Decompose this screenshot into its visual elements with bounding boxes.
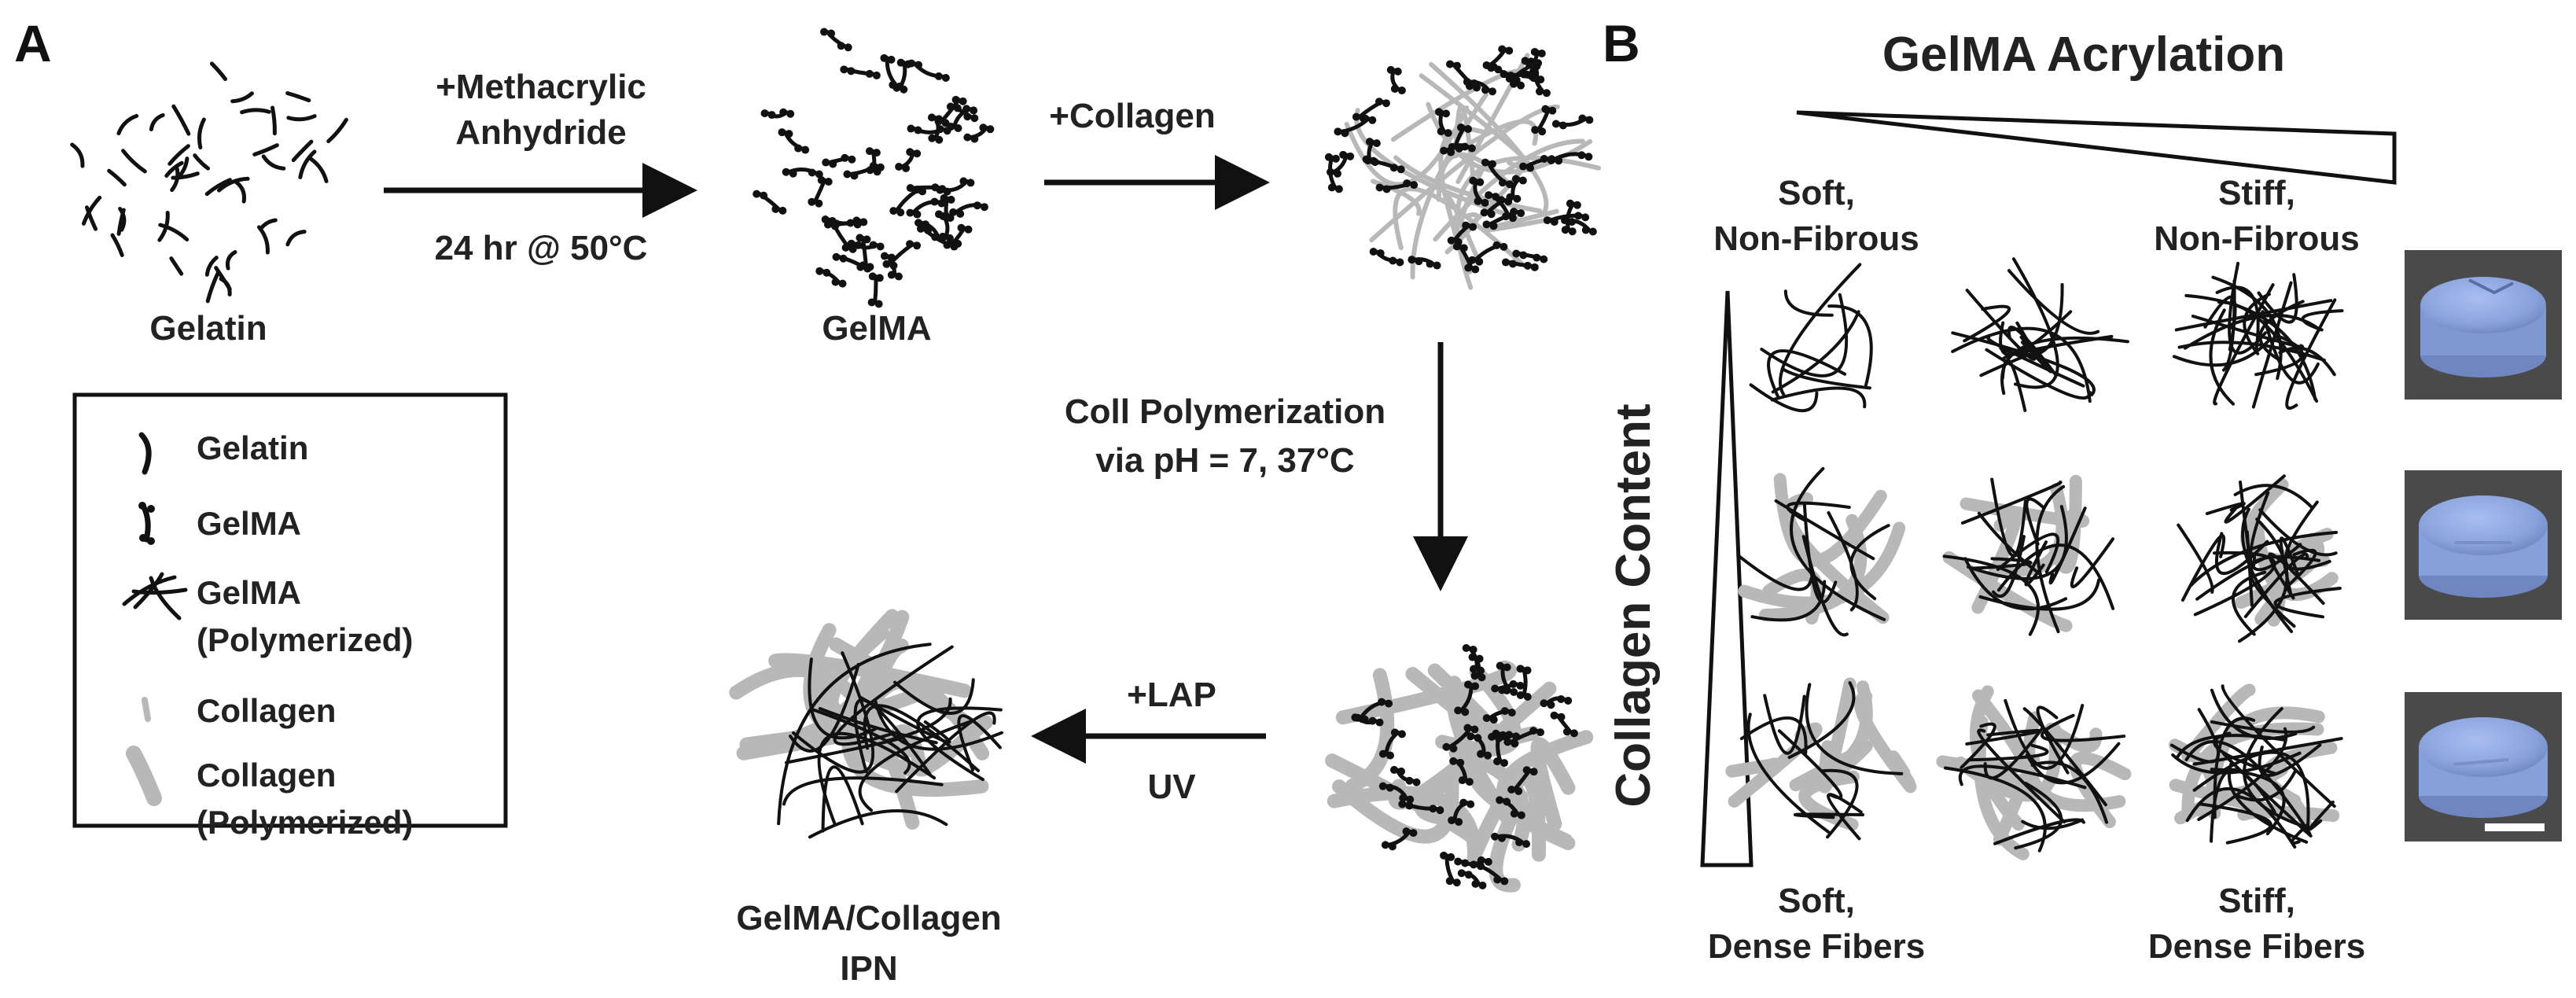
network-cell-r1-c1 [1749,263,1873,413]
step2-reagent: +Collagen [1049,97,1216,135]
network-cell-r2-c1 [1736,466,1906,637]
panel-a-letter: A [14,14,52,72]
gelatin-label: Gelatin [149,309,267,348]
collagen-strand-icon [142,697,151,722]
corner-bottom-left-line1: Soft, [1778,882,1855,920]
legend-gelma-poly-text-line1: GelMA [197,574,301,611]
ipn-label-line2: IPN [840,949,897,988]
gelatin-molecule-cluster [70,61,348,304]
legend-gelatin-text: Gelatin [197,429,308,466]
legend-gelma-poly-text-line2: (Polymerized) [197,621,413,658]
corner-bottom-left-line2: Dense Fibers [1708,927,1925,966]
network-cell-r1-c2 [1951,257,2129,412]
corner-bottom-right-line2: Dense Fibers [2148,927,2365,966]
top-axis-title: GelMA Acrylation [1882,28,2285,82]
collagen-fiber-icon [126,746,162,806]
left-axis-title: Collagen Content [1606,403,1661,807]
step1-reagent-line2: Anhydride [455,113,627,152]
polymerized-collagen-cluster [1325,644,1594,893]
corner-top-left-line1: Soft, [1778,174,1855,212]
gelma-network-icon [122,572,188,621]
legend-collagen-poly-text-line2: (Polymerized) [197,804,413,841]
collagen-gradient-wedge [1700,290,1754,867]
hydrogel-photo-low-collagen [2405,250,2562,400]
legend-collagen-text: Collagen [197,692,336,729]
network-cell-r2-c2 [1942,474,2115,636]
network-cell-r3-c1 [1725,677,1917,841]
step3-condition-line1: Coll Polymerization [1065,392,1386,431]
gelatin-strand-icon [138,432,152,475]
network-cell-r3-c3 [2169,683,2343,849]
step3-condition-line2: via pH = 7, 37°C [1095,441,1354,480]
network-cell-r1-c3 [2172,261,2344,410]
gelma-collagen-mixture-cluster [1324,45,1602,290]
acrylation-gradient-wedge [1796,110,2397,185]
corner-top-right-line1: Stiff, [2218,174,2295,212]
hydrogel-photo-mid-collagen [2405,470,2562,620]
gelma-label: GelMA [822,309,931,348]
step4-uv: UV [1147,768,1196,806]
legend-collagen-poly-text-line1: Collagen [197,757,336,794]
legend-gelma-text: GelMA [197,505,301,542]
step1-condition: 24 hr @ 50°C [435,229,648,267]
corner-top-right-line2: Non-Fibrous [2154,219,2360,258]
hydrogel-photo-high-collagen [2405,692,2562,841]
step1-reagent-line1: +Methacrylic [436,68,646,106]
network-cell-r2-c3 [2177,474,2342,643]
corner-top-left-line2: Non-Fibrous [1713,219,1919,258]
ipn-label-line1: GelMA/Collagen [736,899,1001,937]
gelma-molecule-cluster [753,28,995,308]
gelma-strand-icon [138,502,155,545]
corner-bottom-right-line1: Stiff, [2218,882,2295,920]
network-grid-3x3 [1725,257,2344,860]
network-cell-r3-c2 [1936,685,2132,860]
panel-b-letter: B [1603,14,1640,72]
legend-box: Gelatin GelMA GelMA (Polymerized) Collag… [72,392,508,841]
ipn-network [729,609,1003,839]
step4-reagent: +LAP [1127,676,1216,714]
